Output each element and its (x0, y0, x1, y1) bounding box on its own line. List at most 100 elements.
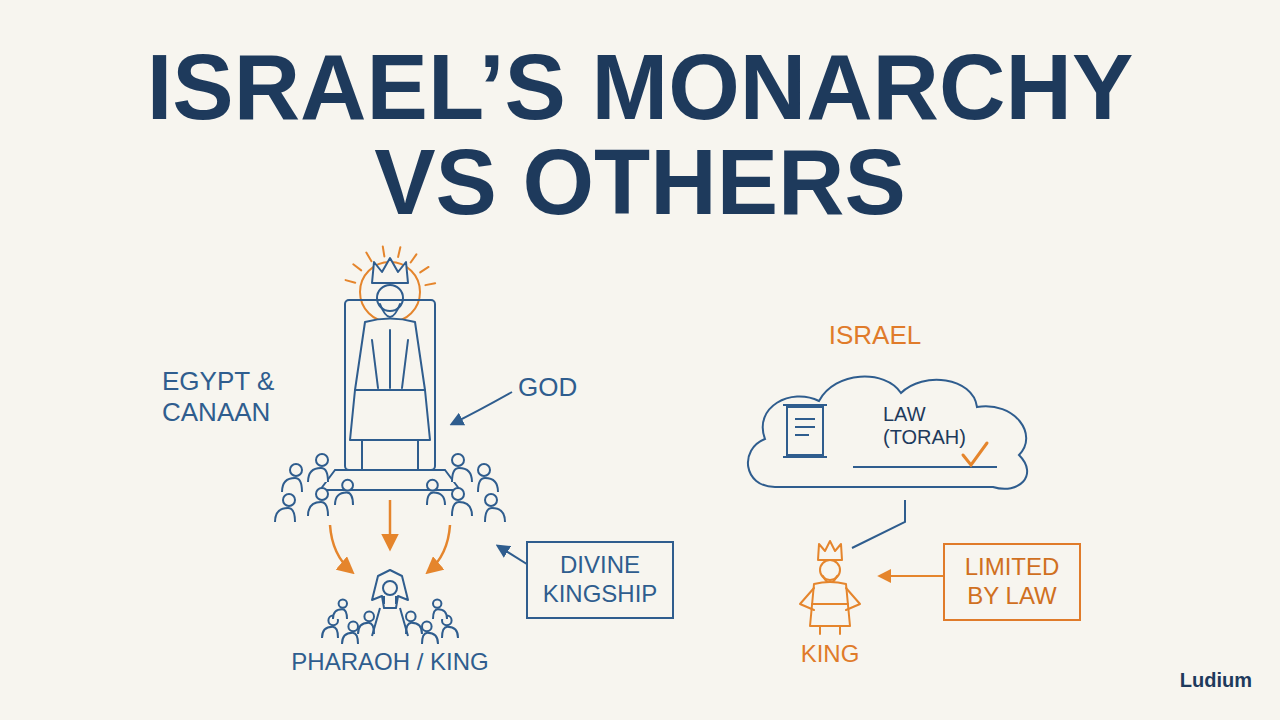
god-figure (320, 440, 460, 490)
worshippers (275, 494, 295, 522)
king-figure (820, 626, 840, 634)
limit-pointer (880, 575, 944, 577)
worshippers (322, 627, 338, 638)
watermark: Ludium (1140, 668, 1252, 692)
pharaoh-figure (372, 570, 408, 608)
worshippers (478, 464, 498, 492)
god-figure (350, 390, 430, 440)
worshippers (308, 468, 328, 482)
god-figure (346, 280, 356, 283)
cloud-outline (748, 377, 1027, 489)
god-figure (411, 254, 417, 262)
worshippers (342, 633, 358, 644)
worshippers (406, 612, 422, 634)
worshippers (358, 612, 374, 634)
worshippers (364, 612, 374, 622)
worshippers (427, 480, 445, 505)
worshippers (335, 492, 353, 505)
worshippers (358, 623, 374, 634)
god-figure (420, 267, 428, 272)
worshippers (433, 609, 447, 619)
worshippers (275, 508, 295, 522)
worshippers (335, 480, 353, 505)
worshippers (333, 609, 347, 619)
worshippers (333, 599, 347, 619)
worshippers (348, 622, 358, 632)
law-link (852, 500, 905, 548)
worshippers (452, 468, 472, 482)
worshippers (316, 454, 328, 466)
worshippers (452, 454, 464, 466)
worshippers (406, 623, 422, 634)
region-label: ISRAEL (795, 320, 955, 351)
region-label: EGYPT & CANAAN (162, 366, 302, 428)
worshippers (427, 492, 445, 505)
authority-arrows (330, 500, 450, 572)
worshippers (282, 464, 302, 492)
worshippers (442, 627, 458, 638)
figure-label: KING (770, 640, 890, 669)
god-figure (398, 247, 400, 257)
worshippers (282, 478, 302, 492)
god-figure (320, 247, 460, 490)
pharaoh-figure (383, 581, 397, 595)
god-figure (425, 283, 435, 285)
node-text: LIMITED BY LAW (957, 553, 1067, 611)
worshippers (290, 464, 302, 476)
worshippers (452, 502, 472, 516)
worshippers (406, 612, 416, 622)
king-figure (800, 588, 860, 610)
worshippers (433, 599, 441, 607)
worshippers (308, 502, 328, 516)
node-text: DIVINE KINGSHIP (540, 551, 660, 609)
authority-arrows (389, 500, 392, 548)
god-figure (345, 300, 435, 470)
worshippers (342, 622, 358, 644)
pharaoh-figure (372, 570, 408, 636)
worshippers (422, 622, 432, 632)
god-pointer (452, 392, 512, 424)
authority-arrows (428, 525, 450, 572)
worshippers (308, 454, 328, 482)
god-figure (353, 264, 361, 270)
title: ISRAEL’S MONARCHY VS OTHERS (80, 40, 1200, 230)
authority-arrows (330, 525, 352, 572)
worshippers (283, 494, 295, 506)
king-figure (800, 541, 860, 634)
worshippers (452, 488, 464, 500)
worshippers (452, 454, 472, 482)
scroll-icon (787, 407, 823, 455)
scroll-icon (783, 405, 827, 457)
worshippers (485, 494, 497, 506)
worshippers (485, 494, 505, 522)
law-cloud: LAW (TORAH) (735, 365, 1045, 505)
worshippers (422, 622, 438, 644)
king-figure (818, 541, 842, 560)
node-text: LAW (TORAH) (883, 403, 979, 449)
callout-box: DIVINE KINGSHIP (526, 541, 674, 619)
god-figure (355, 319, 425, 391)
god-figure (380, 304, 400, 317)
figure-label: PHARAOH / KING (270, 648, 510, 677)
god-figure (383, 247, 385, 257)
scroll-icon (783, 405, 827, 457)
worshippers (275, 454, 505, 644)
worshippers (452, 488, 472, 516)
callout-box: LIMITED BY LAW (943, 543, 1081, 621)
worshippers (478, 478, 498, 492)
worshippers (339, 599, 347, 607)
worshippers (433, 599, 447, 619)
pharaoh-figure (372, 596, 408, 636)
god-figure (366, 253, 371, 262)
worshippers (478, 464, 490, 476)
worshippers (422, 633, 438, 644)
worshippers (316, 488, 328, 500)
figure-label: GOD (518, 372, 598, 403)
god-figure (346, 247, 436, 286)
underline (853, 466, 997, 468)
worshippers (427, 480, 438, 491)
check-mark (963, 443, 987, 465)
worshippers (485, 508, 505, 522)
worshippers (342, 480, 353, 491)
